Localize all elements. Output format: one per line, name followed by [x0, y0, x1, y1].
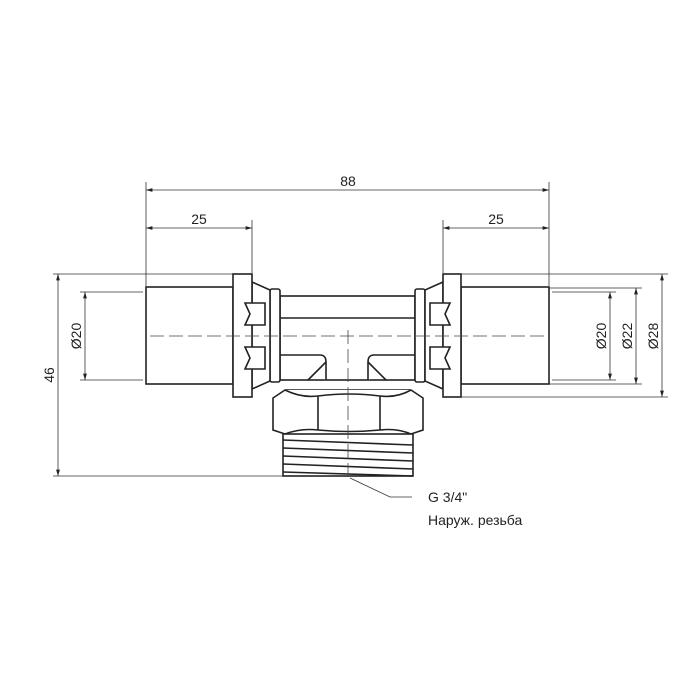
- dim-right-socket: 25: [488, 211, 504, 227]
- tee-body: [279, 295, 416, 381]
- left-collar: [251, 280, 271, 391]
- right-collar: [424, 280, 444, 391]
- right-flange: [442, 273, 462, 398]
- dim-right-inner: Ø20: [593, 323, 609, 350]
- thread-spec: G 3/4": [428, 489, 467, 505]
- dim-flange: Ø28: [645, 323, 661, 350]
- dimension-lines: [56, 188, 664, 476]
- right-pipe: [460, 286, 550, 385]
- thread-type: Наруж. резьба: [428, 512, 523, 528]
- right-ring: [414, 288, 426, 383]
- dim-height: 46: [41, 367, 57, 383]
- dim-pipe-outer: Ø22: [619, 323, 635, 350]
- extension-lines: [53, 182, 668, 477]
- left-ring: [269, 288, 281, 383]
- fitting: [145, 273, 550, 477]
- dim-left-socket: 25: [191, 211, 207, 227]
- left-flange: [232, 273, 253, 398]
- dim-overall-length: 88: [340, 173, 356, 189]
- left-pipe: [145, 286, 234, 385]
- thread-leader: [349, 477, 412, 498]
- dim-left-inner: Ø20: [68, 323, 84, 350]
